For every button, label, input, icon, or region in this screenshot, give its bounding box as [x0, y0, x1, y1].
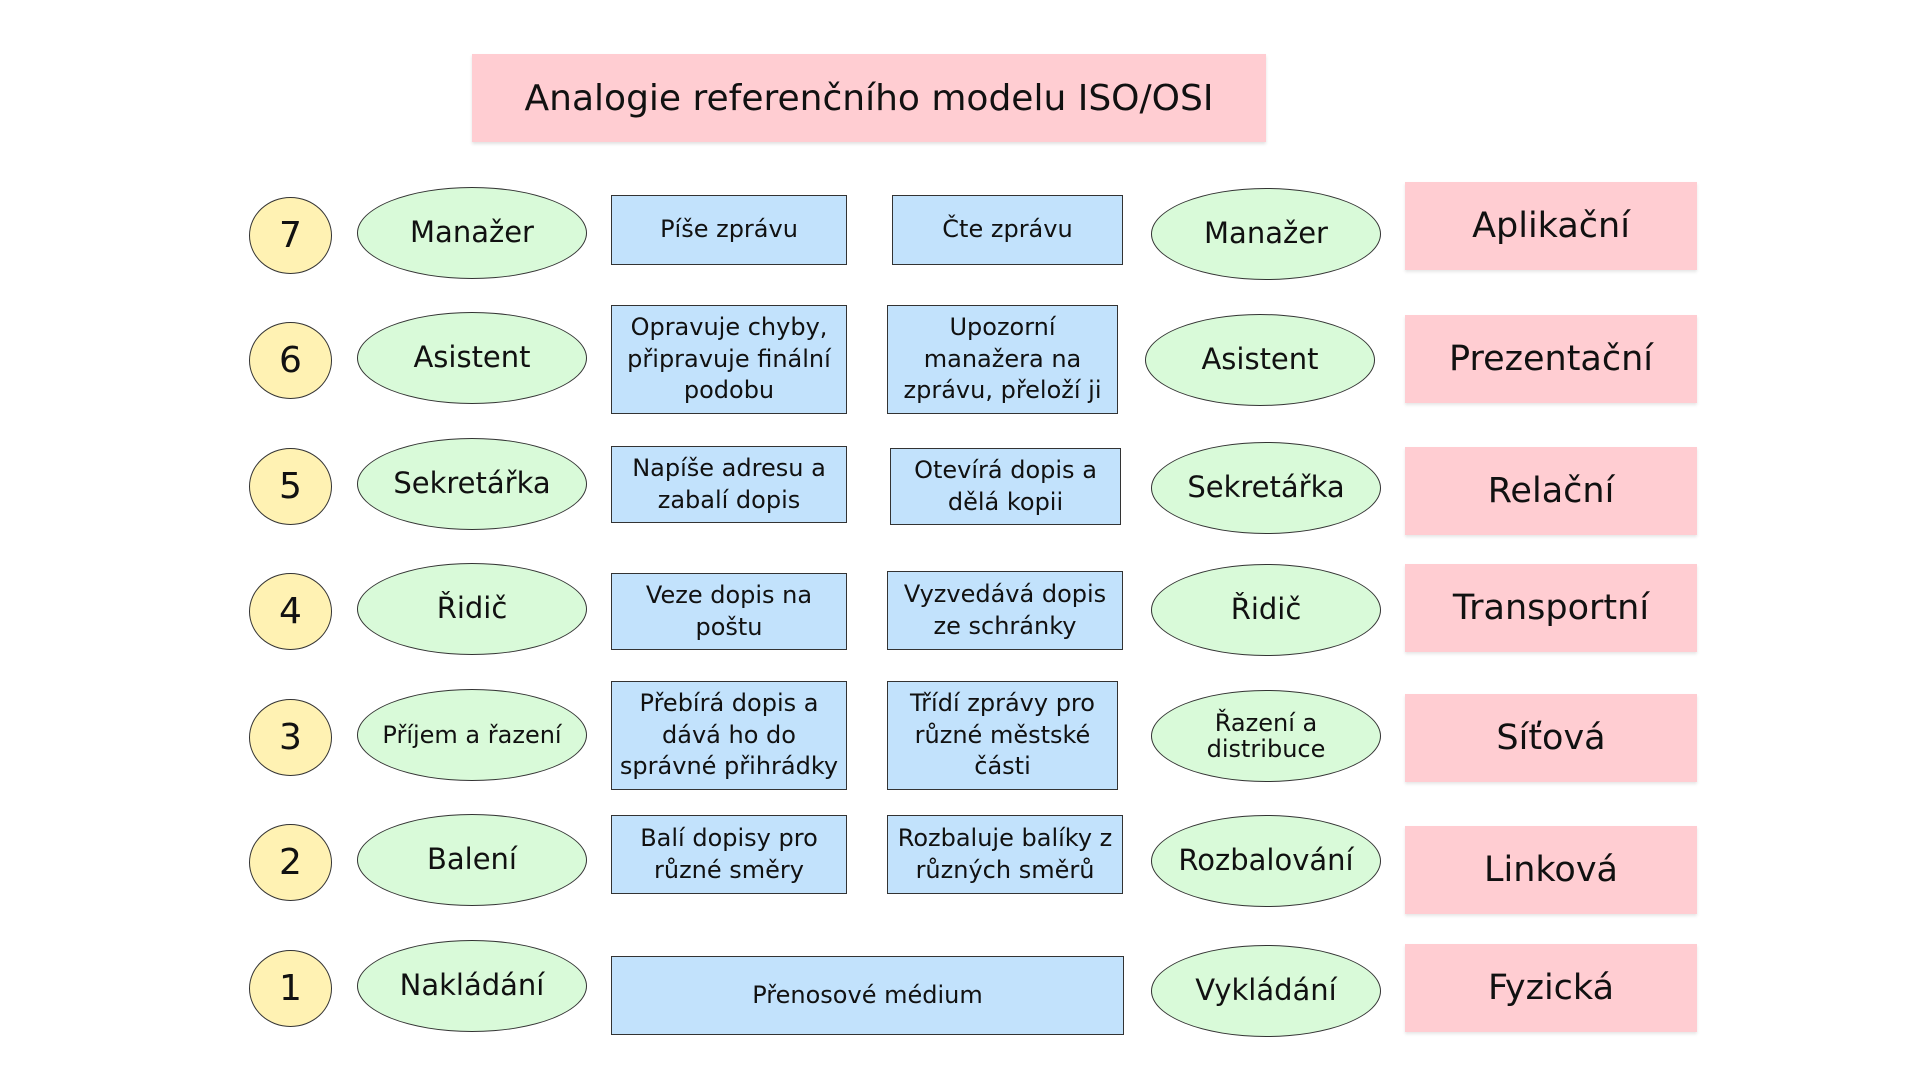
sender-action-2: Balí dopisy pro různé směry [611, 815, 847, 894]
layer-number-2: 2 [249, 824, 332, 901]
receiver-role-7: Manažer [1151, 188, 1381, 280]
receiver-action-3: Třídí zprávy pro různé městské části [887, 681, 1118, 790]
layer-number-4: 4 [249, 573, 332, 650]
receiver-role-1: Vykládání [1151, 945, 1381, 1037]
receiver-action-7: Čte zprávu [892, 195, 1123, 265]
diagram-title: Analogie referenčního modelu ISO/OSI [472, 54, 1266, 142]
sender-role-3: Příjem a řazení [357, 689, 587, 781]
sender-action-6: Opravuje chyby, připravuje finální podob… [611, 305, 847, 414]
layer-number-7: 7 [249, 197, 332, 274]
sender-role-6: Asistent [357, 312, 587, 404]
osi-layer-3: Síťová [1405, 694, 1697, 782]
osi-layer-2: Linková [1405, 826, 1697, 914]
layer-number-3: 3 [249, 699, 332, 776]
receiver-action-6: Upozorní manažera na zprávu, přeloží ji [887, 305, 1118, 414]
osi-layer-7: Aplikační [1405, 182, 1697, 270]
osi-layer-6: Prezentační [1405, 315, 1697, 403]
layer-number-6: 6 [249, 322, 332, 399]
sender-role-5: Sekretářka [357, 438, 587, 530]
receiver-action-5: Otevírá dopis a dělá kopii [890, 448, 1121, 525]
sender-role-7: Manažer [357, 187, 587, 279]
sender-role-1: Nakládání [357, 940, 587, 1032]
receiver-role-4: Řidič [1151, 564, 1381, 656]
sender-role-4: Řidič [357, 563, 587, 655]
receiver-role-6: Asistent [1145, 314, 1375, 406]
sender-role-2: Balení [357, 814, 587, 906]
sender-action-3: Přebírá dopis a dává ho do správné přihr… [611, 681, 847, 790]
osi-layer-1: Fyzická [1405, 944, 1697, 1032]
receiver-action-2: Rozbaluje balíky z různých směrů [887, 815, 1123, 894]
osi-layer-4: Transportní [1405, 564, 1697, 652]
sender-action-5: Napíše adresu a zabalí dopis [611, 446, 847, 523]
transmission-medium: Přenosové médium [611, 956, 1124, 1035]
osi-layer-5: Relační [1405, 447, 1697, 535]
receiver-role-3: Řazení a distribuce [1151, 690, 1381, 782]
receiver-role-2: Rozbalování [1151, 815, 1381, 907]
sender-action-4: Veze dopis na poštu [611, 573, 847, 650]
layer-number-5: 5 [249, 448, 332, 525]
layer-number-1: 1 [249, 950, 332, 1027]
sender-action-7: Píše zprávu [611, 195, 847, 265]
receiver-action-4: Vyzvedává dopis ze schránky [887, 571, 1123, 650]
receiver-role-5: Sekretářka [1151, 442, 1381, 534]
